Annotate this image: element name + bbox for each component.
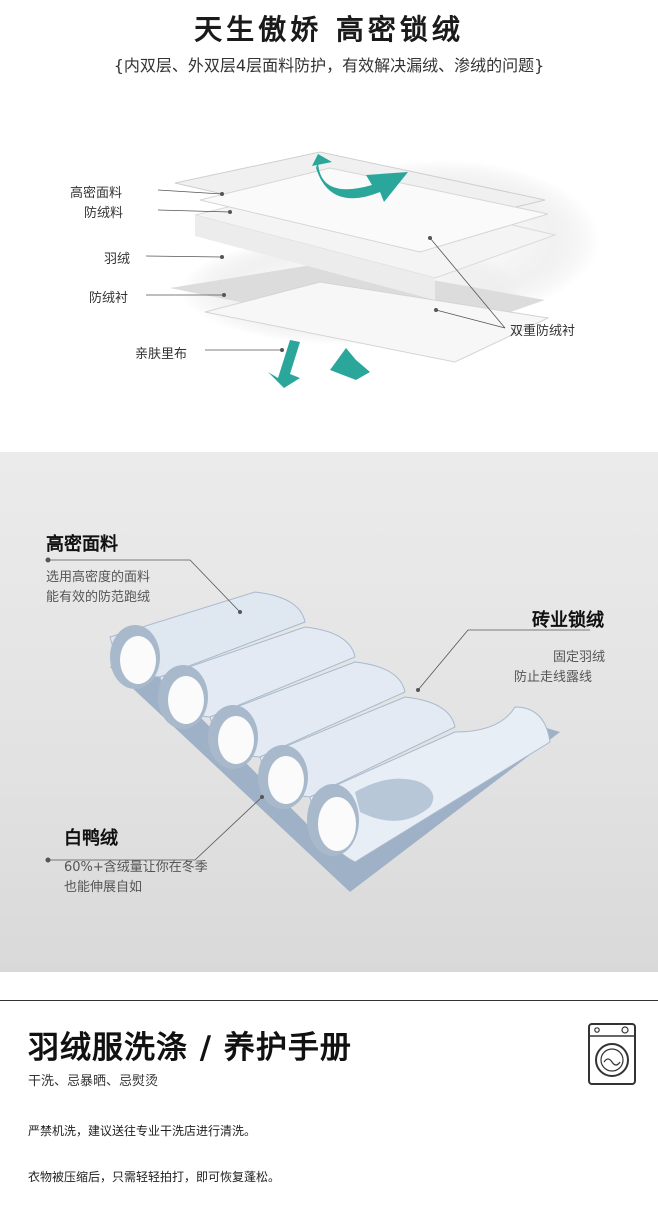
label-double-lining: 双重防绒衬: [510, 324, 576, 339]
callout-stitch-desc-2: 防止走线露线: [514, 670, 593, 685]
section-title: 天生傲娇 高密锁绒: [194, 13, 464, 46]
layer-structure-section: 天生傲娇 高密锁绒 {内双层、外双层4层面料防护，有效解决漏绒、渗绒的问题}: [0, 0, 658, 452]
quilted-tube-illustration: [45, 557, 590, 892]
care-title: 羽绒服洗涤 / 养护手册: [28, 1030, 352, 1066]
section-subtitle: {内双层、外双层4层面料防护，有效解决漏绒、渗绒的问题}: [113, 56, 545, 75]
label-high-density-fabric: 高密面料: [70, 186, 123, 201]
air-down-arrow-right: [330, 348, 370, 380]
care-paragraph-1: 严禁机洗，建议送往专业干洗店进行清洗。: [28, 1124, 257, 1138]
washing-machine-icon: [588, 1023, 636, 1085]
divider: [0, 1000, 658, 1001]
care-subtitle: 干洗、忌暴晒、忌熨烫: [28, 1074, 159, 1089]
layer-diagram: [145, 151, 600, 388]
stitch-detail-section: 高密面料 选用高密度的面料 能有效的防范跑绒 砖业锁绒 固定羽绒 防止走线露线 …: [0, 452, 658, 972]
callout-duck-desc-1: 60%+含绒量让你在冬季: [64, 860, 208, 875]
care-manual-section: 羽绒服洗涤 / 养护手册 干洗、忌暴晒、忌熨烫 严禁机洗，建议送往专业干洗店进行…: [0, 972, 658, 1210]
callout-stitch-desc-1: 固定羽绒: [553, 650, 606, 665]
callout-lines: [48, 559, 590, 861]
callout-duck-title: 白鸭绒: [64, 828, 118, 849]
label-downproof-lining: 防绒衬: [89, 291, 129, 306]
leader-lines: [145, 189, 506, 351]
air-down-arrow-left: [268, 340, 300, 388]
callout-stitch-title: 砖业锁绒: [532, 610, 604, 631]
callout-duck-desc-2: 也能伸展自如: [64, 880, 143, 895]
callout-fabric-desc-1: 选用高密度的面料: [46, 570, 151, 585]
downproof-fabric-layer: [199, 167, 549, 253]
label-downproof-fabric: 防绒料: [84, 206, 124, 221]
air-up-arrow: [316, 162, 408, 202]
quilt-tubes: [109, 591, 551, 863]
label-skin-lining: 亲肤里布: [135, 347, 188, 362]
callout-fabric-desc-2: 能有效的防范跑绒: [46, 590, 151, 605]
label-down: 羽绒: [104, 252, 131, 267]
care-paragraph-2: 衣物被压缩后，只需轻轻拍打，即可恢复蓬松。: [28, 1170, 281, 1184]
callout-fabric-title: 高密面料: [46, 534, 118, 555]
skin-lining-layer: [204, 281, 550, 363]
